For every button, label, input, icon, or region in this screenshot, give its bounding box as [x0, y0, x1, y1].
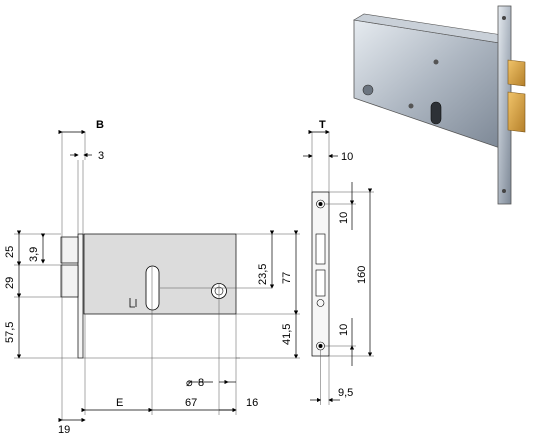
dim-label-b: B	[96, 119, 104, 131]
dim-label-3-9: 3,9	[28, 247, 40, 262]
lock-photo	[353, 5, 526, 205]
dim-label-77: 77	[281, 272, 293, 284]
dim-label-67: 67	[185, 397, 197, 409]
dim-label-41-5: 41,5	[281, 324, 293, 345]
dim-label-10-top: 10	[341, 151, 353, 163]
diameter-symbol-icon: ⌀	[186, 377, 193, 389]
dim-label-9-5: 9,5	[338, 387, 353, 399]
dim-label-29: 29	[4, 277, 16, 289]
dim-label-3: 3	[98, 150, 104, 162]
dim-label-16: 16	[246, 397, 258, 409]
dim-label-e: E	[116, 397, 123, 409]
dim-label-10-b: 10	[338, 324, 350, 336]
dim-label-23-5: 23,5	[257, 264, 269, 285]
dim-label-t: T	[319, 119, 326, 131]
dim-label-10-a: 10	[338, 212, 350, 224]
dim-label-57-5: 57,5	[4, 322, 16, 343]
lock-side-view	[60, 160, 237, 359]
dim-label-19: 19	[58, 424, 70, 436]
dim-label-160: 160	[356, 266, 368, 284]
dim-label-8: 8	[198, 377, 204, 389]
dim-label-25: 25	[4, 246, 16, 258]
faceplate-front-view	[311, 191, 330, 357]
